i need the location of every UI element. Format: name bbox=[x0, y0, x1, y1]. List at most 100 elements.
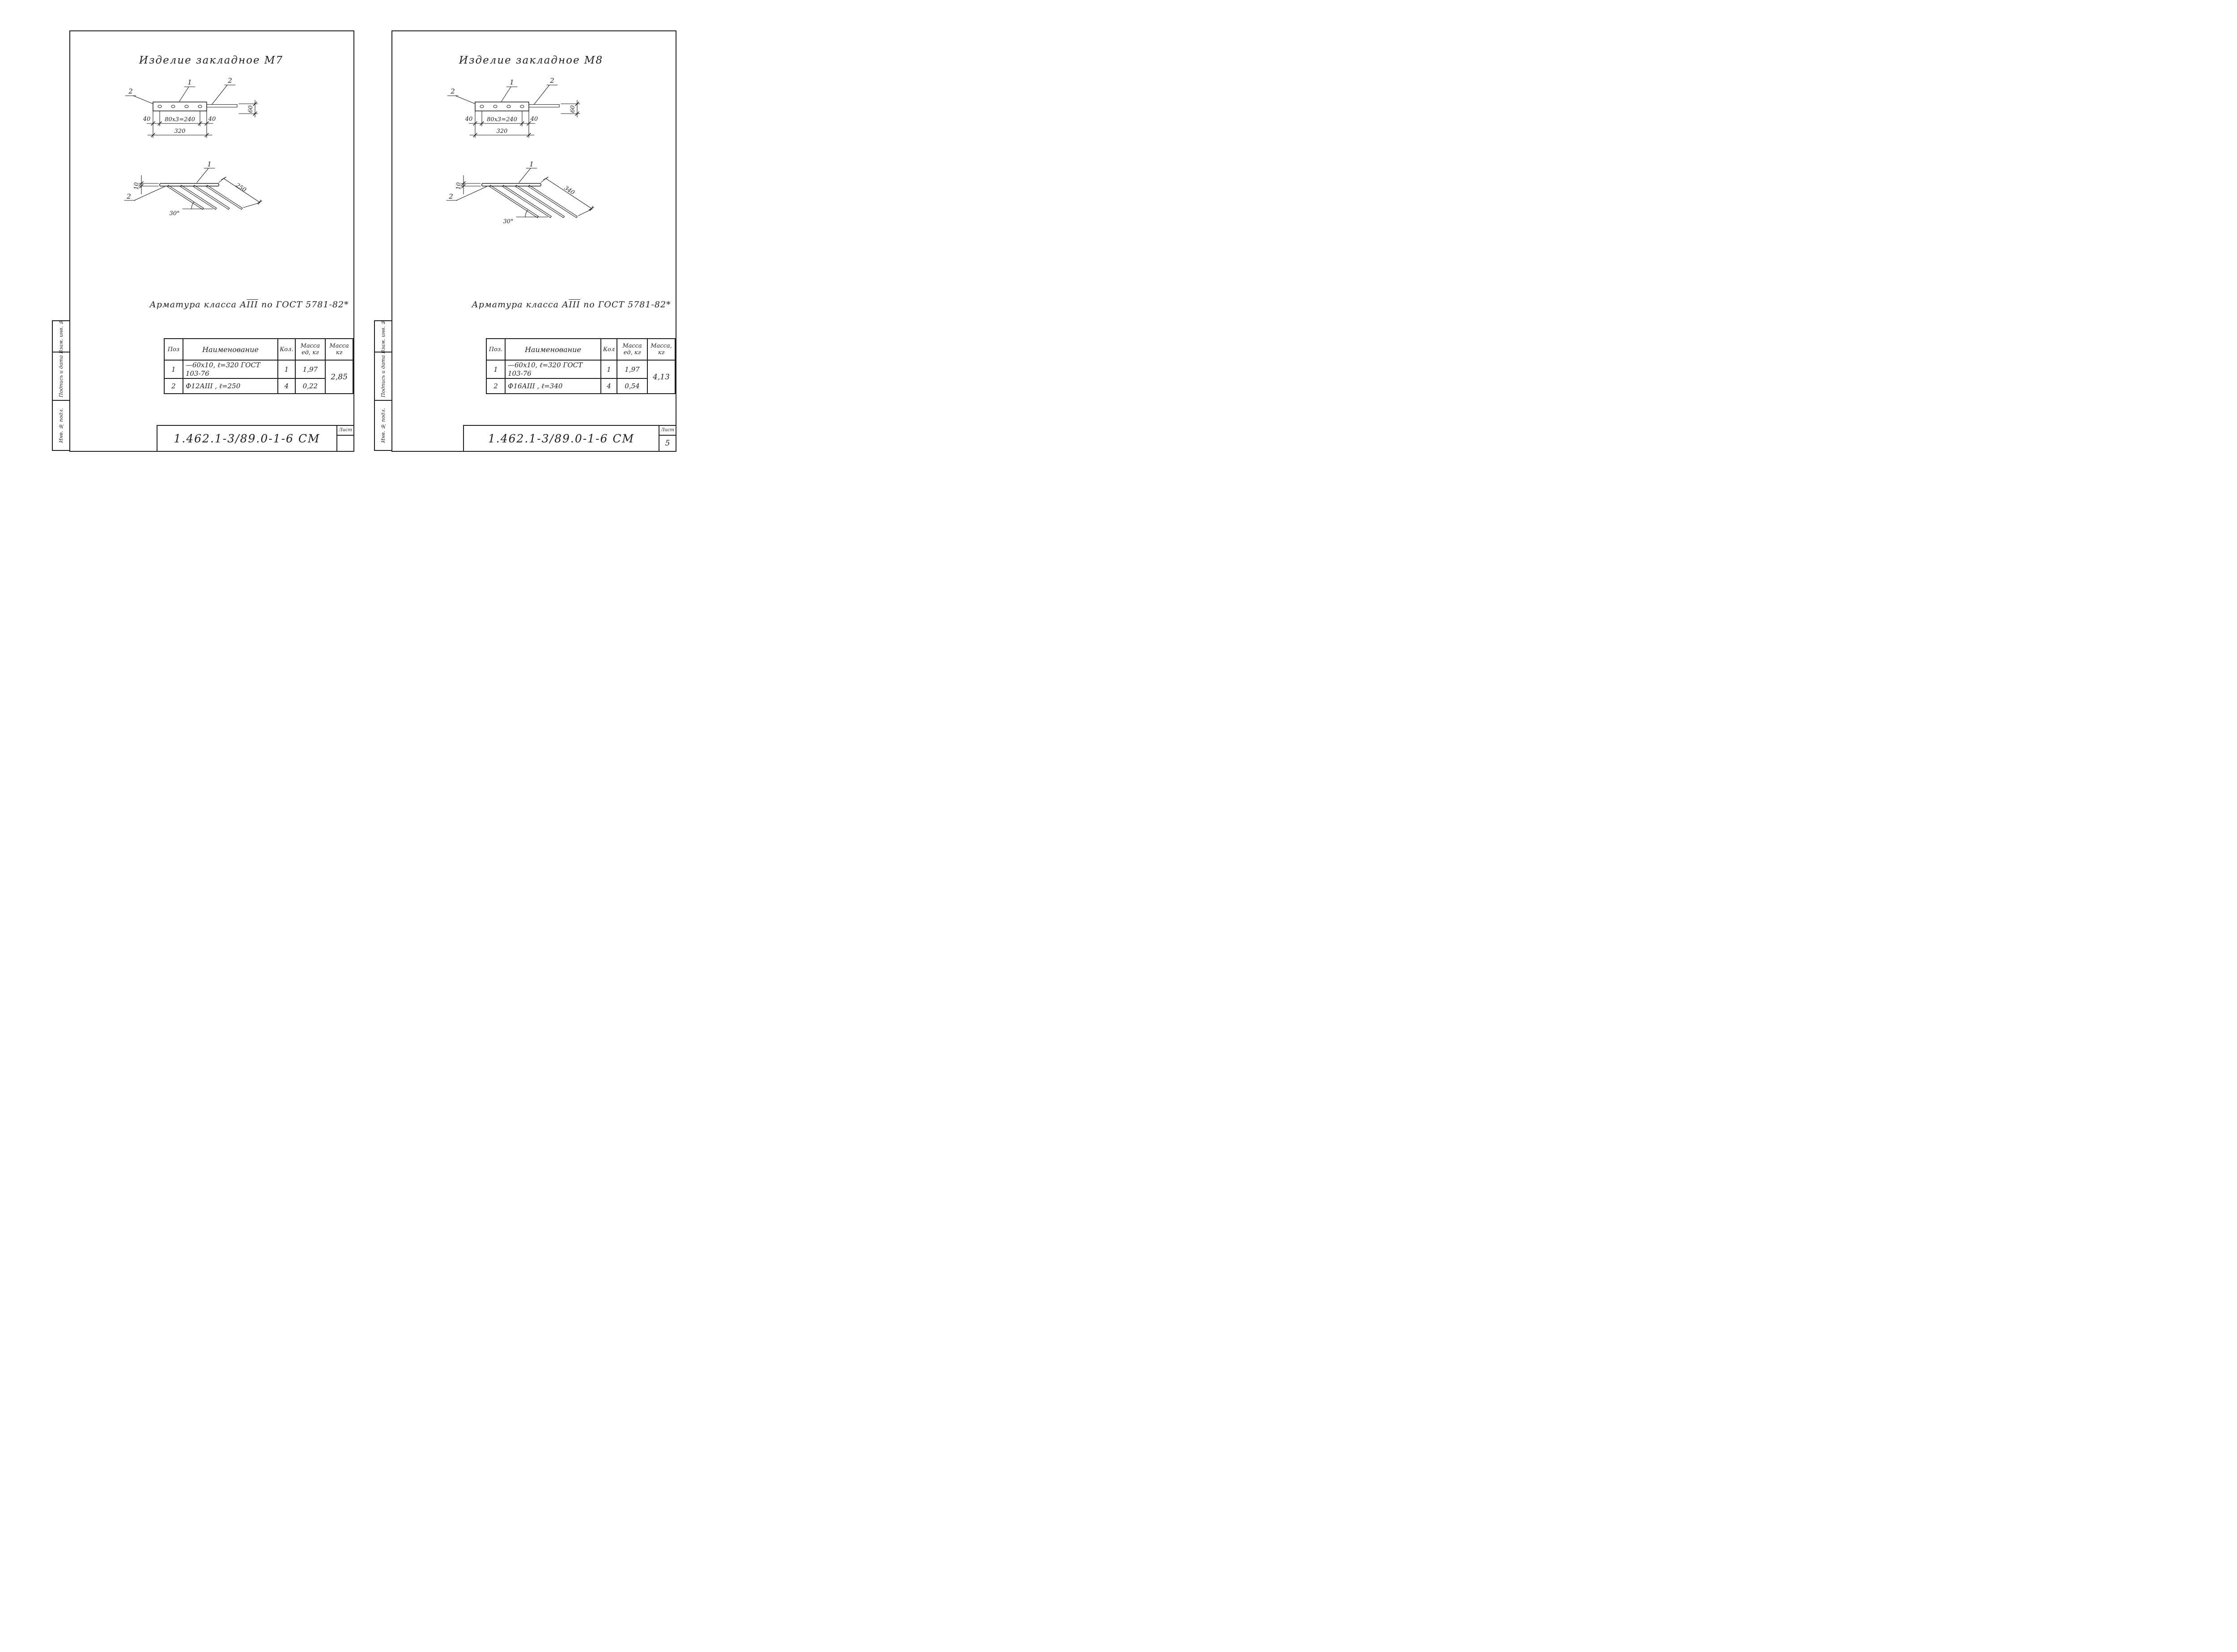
strip-cell-vzam: Взам. инв. № bbox=[53, 319, 69, 354]
part-label-2: 2 bbox=[128, 87, 133, 95]
sheet-number-column: Лист bbox=[337, 426, 353, 451]
anchors bbox=[167, 185, 243, 210]
sheet-label: Лист bbox=[337, 426, 353, 436]
angle-label-30: 30° bbox=[169, 210, 179, 217]
cell-name: Ф12АIII , ℓ=250 bbox=[182, 378, 279, 394]
angle-label-30: 30° bbox=[503, 218, 513, 225]
sheet-label: Лист bbox=[659, 426, 676, 436]
strip-label-inv: Инв. № подл. bbox=[58, 408, 64, 443]
leader-1: 1 bbox=[501, 78, 518, 102]
drawing-page: Взам. инв. № Подпись и дата Инв. № подл.… bbox=[0, 0, 692, 476]
rebar-note: Арматура класса АIII по ГОСТ 5781-82* bbox=[466, 300, 676, 310]
table-row: 2 Ф12АIII , ℓ=250 4 0,22 bbox=[164, 378, 353, 394]
dimension-row: 40 80x3=240 40 320 bbox=[465, 110, 538, 138]
dim-label-60: 60 bbox=[247, 105, 254, 113]
col-header-unit-mass: Масса ед, кг bbox=[617, 338, 648, 361]
note-suffix: по ГОСТ 5781-82* bbox=[258, 300, 349, 310]
table-row: 1 —60x10, ℓ=320 ГОСТ 103-76 1 1,97 4,13 bbox=[486, 360, 676, 394]
parts-table-header: Поз Наименование Кол. Масса ед, кг Масса… bbox=[164, 338, 353, 361]
rebar-note: Арматура класса АIII по ГОСТ 5781-82* bbox=[144, 300, 354, 310]
part-label-2: 2 bbox=[448, 192, 453, 200]
title-block: 1.462.1-3/89.0-1-6 СМ Лист bbox=[157, 425, 354, 452]
dim-label-40-left: 40 bbox=[465, 116, 473, 123]
note-prefix: Арматура класса А bbox=[149, 300, 247, 310]
cell-pos: 1 bbox=[486, 360, 506, 379]
drawing-sheet-m7: Изделие закладное М7 1 bbox=[69, 30, 354, 452]
note-roman: III bbox=[247, 300, 258, 310]
cell-unit-mass: 0,22 bbox=[294, 378, 326, 394]
col-header-qty: Кол bbox=[600, 338, 617, 361]
dim-label-340: 340 bbox=[563, 185, 576, 196]
parts-table-header: Поз. Наименование Кол Масса ед, кг Масса… bbox=[486, 338, 676, 361]
part-label-2: 2 bbox=[549, 76, 554, 85]
dimension-250: 250 bbox=[218, 177, 262, 208]
leader-2: 2 bbox=[124, 186, 165, 201]
dim-label-10: 10 bbox=[133, 182, 140, 190]
parts-table: Поз. Наименование Кол Масса ед, кг Масса… bbox=[486, 338, 676, 394]
col-header-pos: Поз. bbox=[486, 338, 506, 361]
strip-cell-inv: Инв. № подл. bbox=[375, 401, 391, 450]
cell-name: —60x10, ℓ=320 ГОСТ 103-76 bbox=[505, 360, 601, 379]
part-label-1: 1 bbox=[187, 78, 192, 86]
col-header-name: Наименование bbox=[505, 338, 601, 361]
leader-2-left: 2 bbox=[447, 87, 476, 104]
strip-label-vzam: Взам. инв. № bbox=[380, 319, 386, 354]
leader-2: 2 bbox=[446, 186, 487, 201]
angle-30: 30° bbox=[169, 202, 213, 217]
cell-unit-mass: 1,97 bbox=[294, 360, 326, 379]
strip-cell-podpis: Подпись и дата bbox=[375, 352, 391, 401]
dimension-10: 10 bbox=[133, 175, 159, 195]
part-label-2: 2 bbox=[227, 76, 232, 85]
table-row: 1 —60x10, ℓ=320 ГОСТ 103-76 1 1,97 2,85 bbox=[164, 360, 353, 394]
side-view-drawing: 30° 10 2 1 bbox=[446, 160, 594, 225]
strip-label-podpis: Подпись и дата bbox=[58, 355, 64, 398]
angle-30: 30° bbox=[503, 210, 548, 225]
strip-label-inv: Инв. № подл. bbox=[380, 408, 386, 443]
plate-side bbox=[159, 183, 219, 187]
anchor-rod bbox=[528, 104, 560, 108]
top-view-drawing: 1 2 2 60 bbox=[447, 76, 580, 138]
cell-total-mass: 2,85 bbox=[325, 360, 353, 394]
anchor-rod bbox=[206, 104, 238, 108]
dimension-10: 10 bbox=[455, 175, 481, 195]
part-label-2: 2 bbox=[126, 192, 131, 200]
title-block: 1.462.1-3/89.0-1-6 СМ Лист 5 bbox=[463, 425, 676, 452]
leader-2-left: 2 bbox=[125, 87, 153, 104]
dim-label-320: 320 bbox=[497, 128, 508, 135]
plate-side bbox=[481, 183, 541, 187]
side-view-drawing: 30° 10 2 1 bbox=[124, 160, 262, 217]
part-label-1: 1 bbox=[529, 160, 534, 168]
note-prefix: Арматура класса А bbox=[472, 300, 569, 310]
part-label-1: 1 bbox=[510, 78, 514, 86]
strip-label-vzam: Взам. инв. № bbox=[58, 319, 64, 354]
dim-label-40-left: 40 bbox=[143, 116, 151, 123]
dim-label-60: 60 bbox=[570, 105, 576, 113]
strip-cell-inv: Инв. № подл. bbox=[53, 401, 69, 450]
drawing-title: Изделие закладное М7 bbox=[139, 55, 284, 66]
sheet-number-column: Лист 5 bbox=[659, 426, 676, 451]
part-label-2: 2 bbox=[450, 87, 455, 95]
note-suffix: по ГОСТ 5781-82* bbox=[580, 300, 671, 310]
frame-side-strip: Взам. инв. № Подпись и дата Инв. № подл. bbox=[52, 319, 70, 451]
cell-name: —60x10, ℓ=320 ГОСТ 103-76 bbox=[182, 360, 279, 379]
parts-table: Поз Наименование Кол. Масса ед, кг Масса… bbox=[164, 338, 353, 394]
cell-qty: 4 bbox=[277, 378, 296, 394]
col-header-qty: Кол. bbox=[277, 338, 296, 361]
dim-label-80x3: 80x3=240 bbox=[487, 116, 517, 123]
col-header-pos: Поз bbox=[164, 338, 183, 361]
cell-name: Ф16АIII , ℓ=340 bbox=[505, 378, 601, 394]
leader-1: 1 bbox=[179, 78, 196, 102]
note-roman: III bbox=[569, 300, 580, 310]
strip-label-podpis: Подпись и дата bbox=[380, 355, 386, 398]
dim-label-10: 10 bbox=[455, 182, 462, 190]
dim-label-250: 250 bbox=[234, 182, 247, 194]
cell-pos: 2 bbox=[164, 378, 183, 394]
sheet-number bbox=[337, 436, 353, 451]
cell-pos: 2 bbox=[486, 378, 506, 394]
leader-2-right: 2 bbox=[212, 76, 236, 105]
cell-unit-mass: 0,54 bbox=[617, 378, 648, 394]
document-number: 1.462.1-3/89.0-1-6 СМ bbox=[464, 426, 659, 451]
cell-qty: 1 bbox=[600, 360, 617, 379]
frame-side-strip: Взам. инв. № Подпись и дата Инв. № подл. bbox=[374, 319, 392, 451]
top-view-drawing: 1 2 2 60 bbox=[125, 76, 258, 138]
